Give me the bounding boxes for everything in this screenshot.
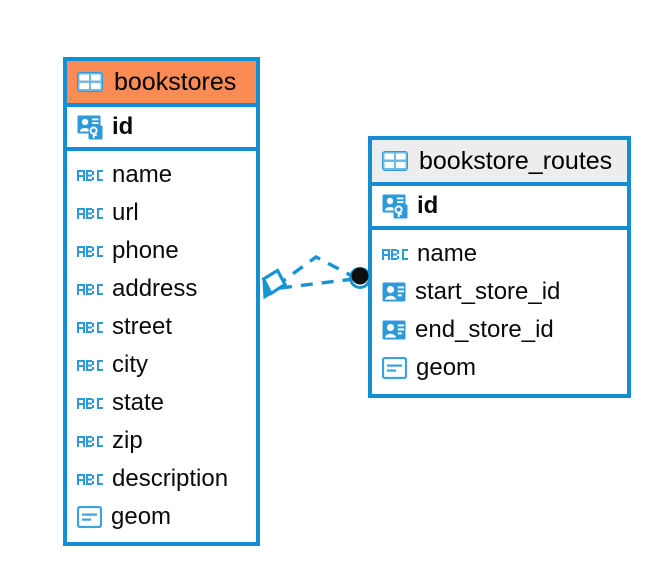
relationship-line-start-store-id (275, 255, 355, 288)
field-label: geom (416, 354, 477, 381)
field-row-address[interactable]: address (67, 270, 256, 308)
field-label: description (112, 465, 229, 492)
field-row-start-store-id[interactable]: start_store_id (372, 273, 627, 311)
field-row-phone[interactable]: phone (67, 232, 256, 270)
field-label: name (112, 161, 173, 188)
relationship-circle-marker (349, 267, 371, 289)
field-label: url (112, 199, 139, 226)
abc-text-icon (77, 206, 103, 221)
table-icon (382, 151, 408, 171)
abc-text-icon (382, 247, 408, 262)
abc-text-icon (77, 358, 103, 373)
geometry-icon (76, 505, 103, 529)
field-list-bookstore-routes: name start_store_id (372, 230, 627, 393)
primary-key-icon (382, 193, 408, 219)
abc-text-icon (77, 320, 103, 335)
foreign-key-icon (382, 318, 406, 342)
field-label: street (112, 313, 173, 340)
entity-table-bookstore-routes[interactable]: bookstore_routes id (368, 136, 631, 398)
table-icon (77, 72, 103, 92)
field-row-primary-key[interactable]: id (372, 186, 627, 230)
field-label: address (112, 275, 198, 302)
relationship-diamond-marker (261, 268, 288, 300)
field-row-city[interactable]: city (67, 346, 256, 384)
abc-text-icon (77, 282, 103, 297)
abc-text-icon (77, 244, 103, 259)
field-row-name[interactable]: name (372, 235, 627, 273)
entity-title: bookstores (114, 67, 237, 96)
entity-header-bookstore-routes[interactable]: bookstore_routes (372, 140, 627, 186)
field-row-geom[interactable]: geom (372, 349, 627, 387)
abc-text-icon (77, 396, 103, 411)
field-label: zip (112, 427, 143, 454)
primary-key-icon (77, 114, 103, 140)
abc-text-icon (77, 168, 103, 183)
field-label: name (417, 240, 478, 267)
field-row-state[interactable]: state (67, 384, 256, 422)
foreign-key-icon (382, 280, 406, 304)
field-label: start_store_id (415, 278, 561, 305)
field-row-description[interactable]: description (67, 460, 256, 498)
field-label: phone (112, 237, 179, 264)
entity-table-bookstores[interactable]: bookstores id (63, 57, 260, 546)
field-row-name[interactable]: name (67, 156, 256, 194)
abc-text-icon (77, 472, 103, 487)
field-row-primary-key[interactable]: id (67, 107, 256, 151)
field-label: id (112, 113, 134, 140)
field-list-bookstores: name u (67, 151, 256, 542)
entity-title: bookstore_routes (419, 146, 613, 175)
field-label: state (112, 389, 165, 416)
entity-header-bookstores[interactable]: bookstores (67, 61, 256, 107)
field-row-geom[interactable]: geom (67, 498, 256, 536)
geometry-icon (381, 356, 408, 380)
abc-text-icon (77, 434, 103, 449)
field-row-zip[interactable]: zip (67, 422, 256, 460)
field-row-url[interactable]: url (67, 194, 256, 232)
field-row-street[interactable]: street (67, 308, 256, 346)
field-label: geom (111, 503, 172, 530)
field-label: city (112, 351, 148, 378)
field-label: end_store_id (415, 316, 554, 343)
relationship-line-end-store-id (279, 277, 355, 290)
field-row-end-store-id[interactable]: end_store_id (372, 311, 627, 349)
field-label: id (417, 192, 439, 219)
